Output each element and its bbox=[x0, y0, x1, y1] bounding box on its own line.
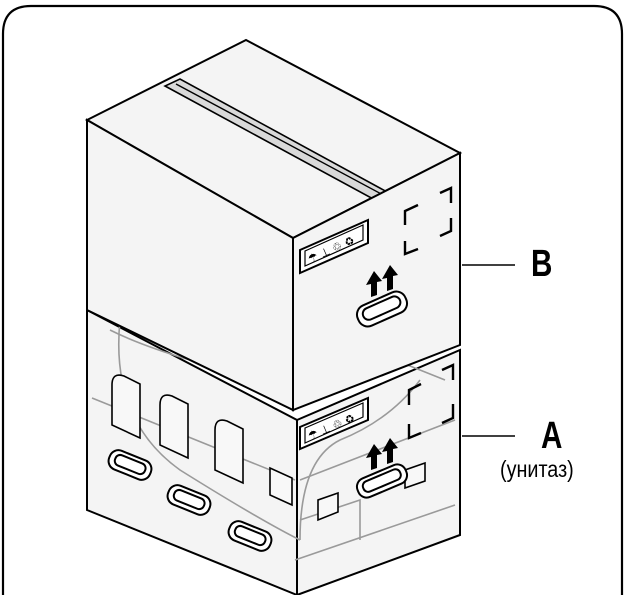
box-b-handle bbox=[355, 290, 409, 328]
box-b: ☂ ⊥ ♲ ♻ bbox=[84, 38, 463, 412]
label-a: A bbox=[541, 415, 563, 457]
diagram-frame bbox=[1, 4, 624, 595]
box-b-up-arrows-icon bbox=[366, 265, 398, 297]
box-a-handles bbox=[107, 449, 273, 552]
box-a: ☂ ⊥ ♲ ♻ bbox=[86, 308, 461, 595]
box-a-up-arrows-icon bbox=[366, 438, 398, 470]
label-a-note: (унитаз) bbox=[500, 456, 574, 482]
box-a-front-handle bbox=[355, 463, 409, 499]
label-b: B bbox=[531, 243, 553, 285]
box-a-corner-marks bbox=[407, 363, 455, 440]
box-b-corner-marks bbox=[403, 186, 453, 256]
packaging-inserts bbox=[111, 374, 426, 522]
